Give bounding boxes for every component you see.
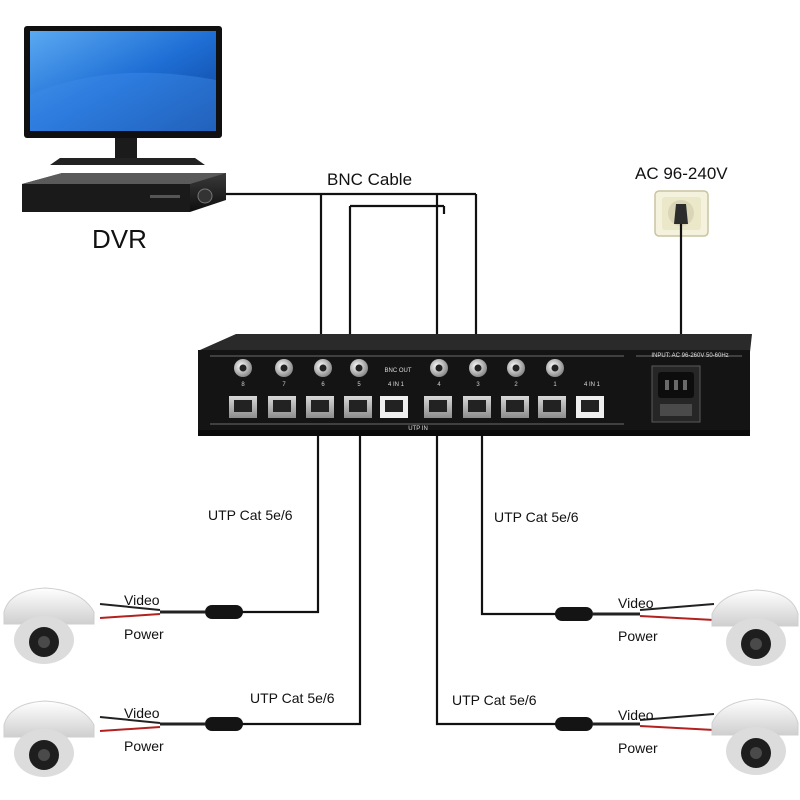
video-label: Video: [618, 595, 654, 611]
video-label: Video: [124, 705, 160, 721]
utp-cable-label: UTP Cat 5e/6: [208, 507, 293, 523]
dvr-recorder-icon: [22, 173, 226, 212]
input-rating-label: INPUT: AC 96-260V 50-60Hz: [651, 353, 728, 359]
bnc-out-label: BNC OUT: [385, 368, 412, 374]
video-label: Video: [124, 592, 160, 608]
bnc-port-number: 1: [553, 382, 557, 388]
power-label: Power: [124, 738, 164, 754]
power-label: Power: [618, 628, 658, 644]
four-in-one-label: 4 IN 1: [584, 382, 601, 388]
dome-camera-icon: [3, 587, 95, 664]
power-label: Power: [618, 740, 658, 756]
utp-cable-label: UTP Cat 5e/6: [452, 692, 537, 708]
utp-cable-label: UTP Cat 5e/6: [494, 509, 579, 525]
ac-power-label: AC 96-240V: [635, 164, 728, 183]
bnc-port-number: 7: [282, 382, 286, 388]
dome-camera-icon: [3, 700, 95, 777]
power-label: Power: [124, 626, 164, 642]
utp-cable-label: UTP Cat 5e/6: [250, 690, 335, 706]
utp-in-label: UTP IN: [408, 426, 428, 432]
four-in-one-label: 4 IN 1: [388, 382, 405, 388]
bnc-port-number: 3: [476, 382, 480, 388]
monitor-icon: [24, 26, 222, 165]
bnc-port-number: 4: [437, 382, 441, 388]
video-label: Video: [618, 707, 654, 723]
power-inlet-icon: [651, 365, 701, 423]
bnc-port-number: 2: [514, 382, 518, 388]
rj45-port-icon: [229, 396, 604, 418]
bnc-port-number: 5: [357, 382, 361, 388]
bnc-connector-icon: [234, 359, 564, 377]
bnc-port-number: 6: [321, 382, 325, 388]
wall-outlet-icon: [654, 190, 709, 237]
cable-lines: [226, 192, 683, 726]
balun-hub-device: 8 7 6 5 4 3 2 1 BNC OUT 4 IN 1 4 IN 1 UT…: [198, 334, 752, 436]
bnc-cable-label: BNC Cable: [327, 170, 413, 189]
bnc-port-number: 8: [241, 382, 245, 388]
dvr-label: DVR: [92, 224, 147, 254]
dome-camera-icon: [711, 698, 799, 775]
dome-camera-icon: [711, 589, 799, 666]
video-balun-icon: [99, 603, 715, 732]
